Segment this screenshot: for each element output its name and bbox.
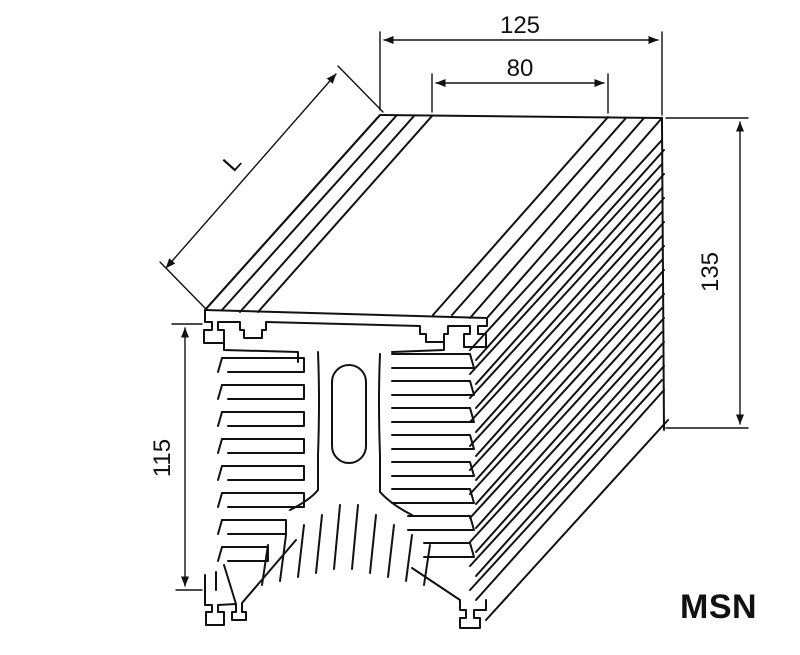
left-fin [221, 546, 269, 562]
side-fin [475, 245, 665, 457]
dimension-135: 135 [665, 117, 749, 429]
side-fin [469, 139, 663, 351]
side-fin [469, 283, 663, 495]
lower-fin [405, 534, 413, 582]
side-fins [469, 124, 669, 621]
side-fin [475, 341, 665, 553]
right-fin [391, 461, 475, 477]
side-fin [469, 163, 663, 375]
side-fin [475, 269, 665, 481]
right-fin [391, 434, 475, 450]
left-fin-edge [217, 384, 223, 400]
dimension-115: 115 [149, 323, 203, 591]
dimension-80: 80 [431, 55, 609, 114]
front-profile [203, 309, 488, 516]
dimension-80-text: 80 [507, 55, 534, 82]
left-fin-edge [217, 519, 223, 535]
side-fin [469, 355, 663, 567]
lower-fin [351, 504, 359, 570]
right-fin [423, 542, 475, 558]
lower-fin [423, 544, 431, 586]
right-fin [391, 407, 475, 423]
left-fin [221, 519, 287, 535]
dimension-125: 125 [379, 12, 663, 116]
side-fin [475, 149, 665, 361]
dimension-125-text: 125 [500, 12, 540, 39]
side-fin [469, 187, 663, 399]
side-fin [475, 173, 665, 385]
left-fin [221, 384, 305, 400]
side-fin [469, 379, 663, 591]
lower-fin [279, 534, 287, 582]
side-fin [475, 389, 665, 601]
dimension-135-text: 135 [697, 252, 724, 292]
left-fin-edge [217, 438, 223, 454]
lower-fin [369, 514, 377, 574]
side-fin [475, 317, 665, 529]
dimension-L: L [159, 65, 384, 309]
side-fin [469, 307, 663, 519]
right-fin [407, 515, 475, 531]
dimension-115-text: 115 [149, 439, 176, 477]
bottom-plate [204, 539, 487, 629]
left-fin [221, 438, 305, 454]
model-label: MSN [680, 588, 758, 626]
side-fin [475, 365, 665, 577]
lower-fin [315, 514, 323, 574]
lower-fin [387, 524, 395, 578]
lower-fin [297, 524, 305, 578]
side-bottom-edge [485, 419, 669, 621]
dimension-L-text: L [218, 149, 247, 177]
side-fin [469, 235, 663, 447]
side-edge [661, 124, 665, 431]
lower-fins [261, 504, 431, 586]
left-fin [221, 411, 305, 427]
left-fin [221, 357, 305, 373]
right-fin [391, 353, 475, 369]
left-fins [217, 357, 305, 562]
right-fin [391, 380, 475, 396]
left-fin-edge [217, 546, 223, 562]
left-fin-edge [217, 492, 223, 508]
side-fin [469, 259, 663, 471]
lower-fin [333, 504, 341, 570]
side-fin [475, 197, 665, 409]
left-fin-edge [217, 411, 223, 427]
left-fin-edge [217, 465, 223, 481]
left-fin-edge [217, 357, 223, 373]
side-fin [475, 293, 665, 505]
side-fin [469, 211, 663, 423]
right-fins [391, 353, 475, 558]
top-face [204, 114, 663, 319]
side-fin [475, 221, 665, 433]
side-fin [469, 331, 663, 543]
right-fin [391, 488, 475, 504]
left-fin [221, 492, 305, 508]
left-fin [221, 465, 305, 481]
